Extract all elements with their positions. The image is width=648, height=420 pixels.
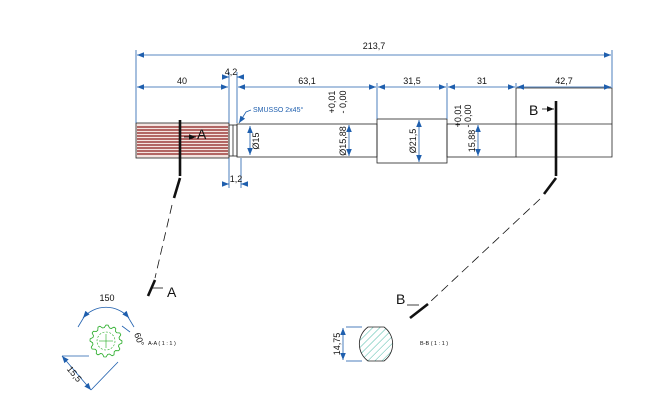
section-marker-a-bottom: A [167,284,177,300]
section-a-angle: 60° [132,331,146,348]
section-b-title: B-B ( 1 : 1 ) [420,341,448,347]
spline-profile [89,324,123,358]
section-cut-b [407,101,558,320]
dim-journal-2: 31 [477,76,487,86]
section-a-title: A-A ( 1 : 1 ) [148,341,176,347]
dim-groove-width: 1,2 [230,174,243,184]
tol-upper-2: +0,01 [453,105,463,128]
dim-dia-journal-2: 15,88 [467,130,477,153]
flat-end [515,87,613,158]
dim-flat: 42,7 [555,76,573,86]
section-a-arc: 150 [99,293,114,303]
tol-lower-2: - 0,00 [463,104,473,127]
section-view-b [340,326,393,362]
section-marker-b-bottom: B [396,291,405,307]
dim-groove: 4,2 [225,67,238,77]
spline-tooth-outline [89,324,123,358]
dim-dia-collar: Ø21,5 [408,129,418,154]
section-marker-b-top: B [529,102,538,118]
dim-collar: 31,5 [403,76,421,86]
tol-upper-1: +0,01 [327,91,337,114]
dim-dia-journal-1: Ø15,88 [338,126,348,156]
section-view-a [61,306,135,391]
tol-lower-1: - 0,00 [338,90,348,113]
journal-2 [446,123,517,158]
dimension-lines [135,50,613,188]
chamfer-note: SMUSSO 2x45° [253,106,303,114]
shaft-outline [135,87,613,164]
section-a-width: 15,5 [65,364,84,384]
dim-overall: 213,7 [363,41,386,51]
dim-dia-groove: Ø15 [251,132,261,149]
spline-hatch [137,126,228,155]
section-b-flat: 14,75 [332,333,342,356]
dim-journal-1: 63,1 [298,76,316,86]
spline-section [135,122,230,159]
section-marker-a-top: A [197,126,207,142]
section-cut-a [146,120,196,297]
dim-spline: 40 [177,76,187,86]
